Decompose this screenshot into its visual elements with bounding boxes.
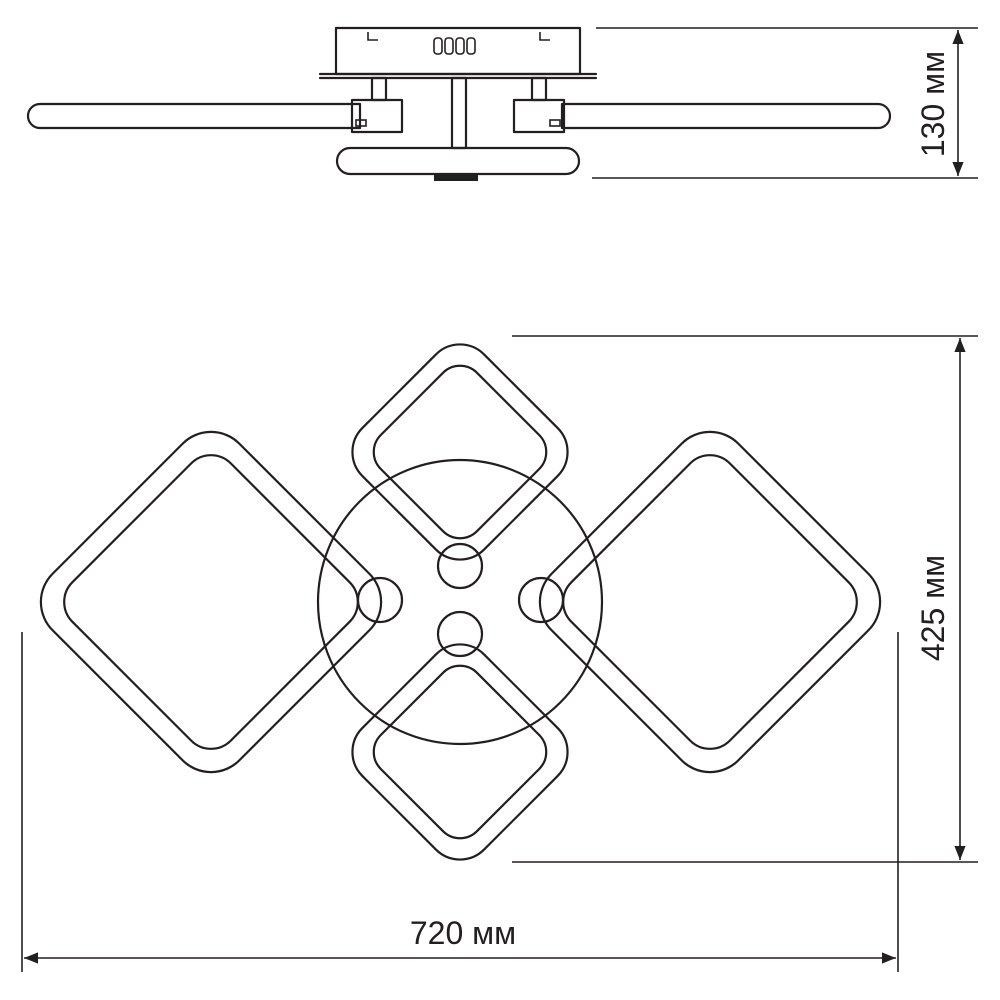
terminal-block [433, 37, 476, 55]
top-view: 425 мм 720 мм [21, 335, 978, 972]
arm-left [26, 102, 362, 130]
central-disc [316, 458, 604, 746]
ring-bottom [351, 643, 569, 861]
canopy-clip-right [539, 32, 550, 41]
ring-right [538, 430, 882, 774]
stem-right [530, 76, 548, 102]
arm-left-joint [350, 98, 404, 134]
connector-ball-top [436, 542, 484, 590]
ring-left [39, 430, 383, 774]
dim-425-label: 425 мм [915, 555, 951, 661]
connector-ball-left [356, 576, 404, 624]
connector-ball-right [517, 576, 565, 624]
canopy-clip-left [367, 32, 378, 41]
lower-ring-base [434, 175, 478, 181]
side-view: 130 мм [26, 26, 978, 181]
arm-right [560, 102, 892, 130]
dim-720-label: 720 мм [410, 915, 516, 951]
lower-ring [335, 146, 581, 176]
stem-left [370, 76, 388, 102]
dim-130-label: 130 мм [915, 51, 951, 157]
canopy-box [334, 26, 582, 76]
stem-center [450, 76, 468, 150]
connector-ball-bottom [436, 610, 484, 658]
arm-right-joint [512, 98, 566, 134]
ring-top [351, 343, 569, 561]
